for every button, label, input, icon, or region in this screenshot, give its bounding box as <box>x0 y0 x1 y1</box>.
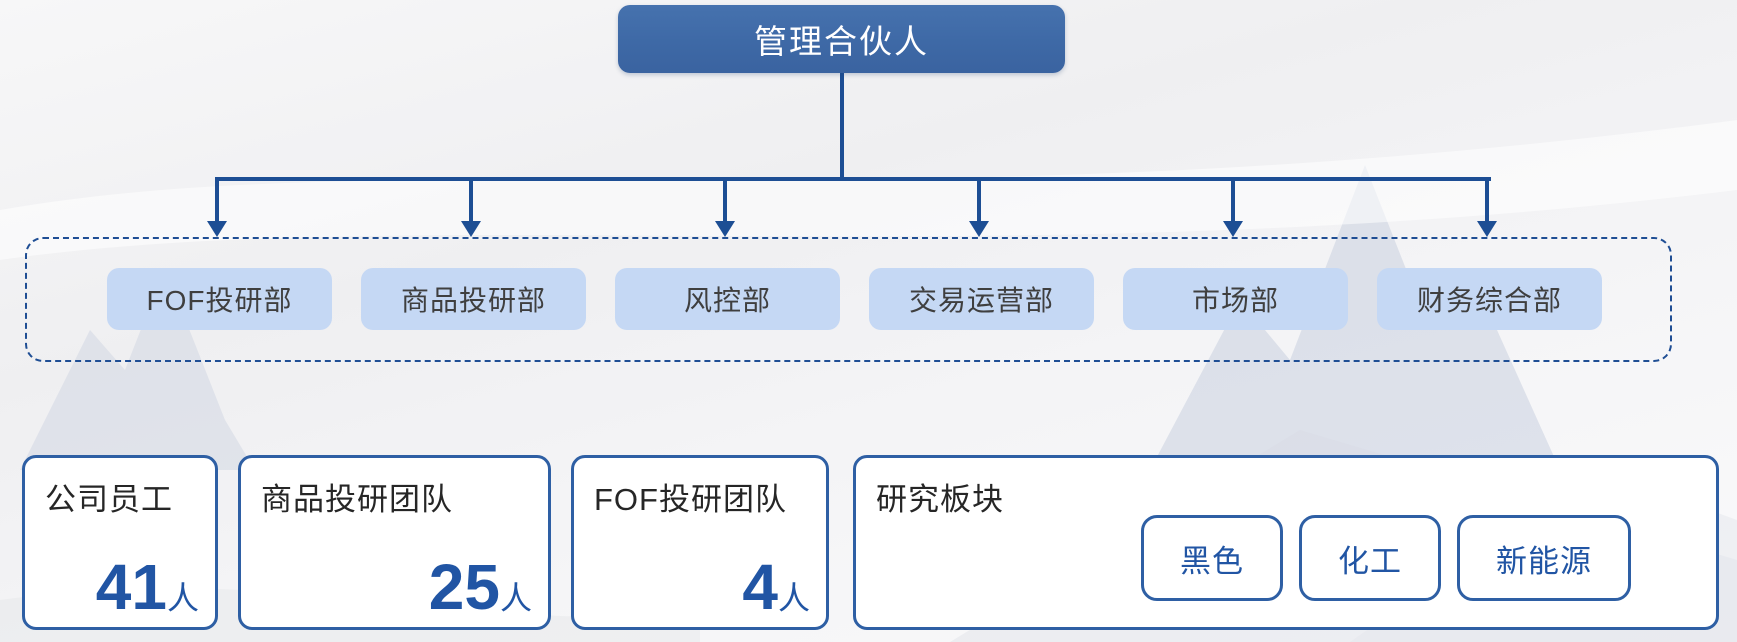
stat-unit: 人 <box>777 580 810 616</box>
stat-number: 25 <box>428 551 500 623</box>
arrowhead-down-icon <box>715 221 735 237</box>
stat-number: 4 <box>742 551 778 623</box>
dept-node-marketing: 市场部 <box>1123 268 1348 330</box>
dept-node-fof-research: FOF投研部 <box>107 268 332 330</box>
dept-node-trading-ops: 交易运营部 <box>869 268 1094 330</box>
stat-label: 公司员工 <box>45 482 173 517</box>
arrowhead-down-icon <box>1223 221 1243 237</box>
dept-node-risk-control: 风控部 <box>615 268 840 330</box>
connector-drop-arrow <box>715 177 735 237</box>
stat-number: 41 <box>95 551 167 623</box>
stat-unit: 人 <box>499 580 532 616</box>
arrowhead-down-icon <box>1477 221 1497 237</box>
stat-label: 商品投研团队 <box>261 482 453 517</box>
sector-chip-chemical: 化工 <box>1299 515 1441 601</box>
stat-label: FOF投研团队 <box>594 482 787 517</box>
arrowhead-down-icon <box>207 221 227 237</box>
stat-card-fof-team: FOF投研团队 4人 <box>571 455 829 630</box>
connector-drop-arrow <box>207 177 227 237</box>
arrowhead-down-icon <box>461 221 481 237</box>
arrowhead-down-icon <box>969 221 989 237</box>
dept-node-commodity-research: 商品投研部 <box>361 268 586 330</box>
org-root-node: 管理合伙人 <box>618 5 1065 73</box>
stat-value: 41人 <box>96 555 199 619</box>
connector-drop-arrow <box>1477 177 1497 237</box>
connector-rail <box>217 177 1491 181</box>
research-label: 研究板块 <box>876 482 1004 517</box>
sector-chip-black: 黑色 <box>1141 515 1283 601</box>
stat-card-total-staff: 公司员工 41人 <box>22 455 218 630</box>
connector-drop-arrow <box>969 177 989 237</box>
sector-chip-row: 黑色 化工 新能源 <box>1141 515 1631 601</box>
stat-unit: 人 <box>166 580 199 616</box>
stat-value: 25人 <box>429 555 532 619</box>
sector-chip-new-energy: 新能源 <box>1457 515 1631 601</box>
departments-container: FOF投研部 商品投研部 风控部 交易运营部 市场部 财务综合部 <box>25 237 1672 362</box>
connector-trunk <box>840 72 844 179</box>
connector-drop-arrow <box>461 177 481 237</box>
research-sectors-card: 研究板块 黑色 化工 新能源 <box>853 455 1719 630</box>
stat-value: 4人 <box>742 555 810 619</box>
stat-card-commodity-team: 商品投研团队 25人 <box>238 455 551 630</box>
dept-node-finance-admin: 财务综合部 <box>1377 268 1602 330</box>
org-root-label: 管理合伙人 <box>754 23 929 60</box>
connector-drop-arrow <box>1223 177 1243 237</box>
